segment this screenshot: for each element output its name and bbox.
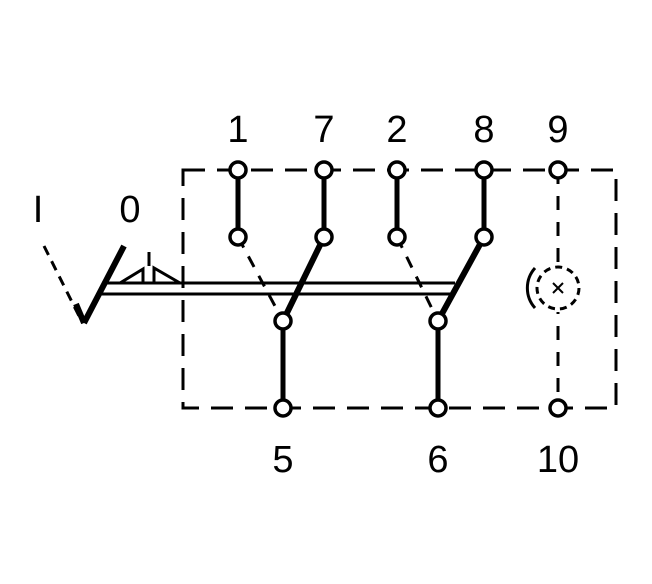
- terminal-label-5: 5: [272, 439, 293, 481]
- lamp-icon: [525, 265, 581, 312]
- rocker-lever: [42, 244, 127, 325]
- terminal-label-7: 7: [313, 109, 334, 151]
- terminal-label-8: 8: [473, 109, 494, 151]
- position-label-on: I: [33, 189, 44, 231]
- contact-wires: [235, 170, 487, 408]
- actuator-linkage: [100, 252, 455, 296]
- terminal-label-6: 6: [427, 439, 448, 481]
- position-label-off: 0: [119, 189, 140, 231]
- terminal-nodes: [228, 160, 568, 418]
- terminal-label-10: 10: [537, 439, 579, 481]
- terminal-label-2: 2: [386, 109, 407, 151]
- terminal-label-1: 1: [227, 109, 248, 151]
- terminal-label-9: 9: [547, 109, 568, 151]
